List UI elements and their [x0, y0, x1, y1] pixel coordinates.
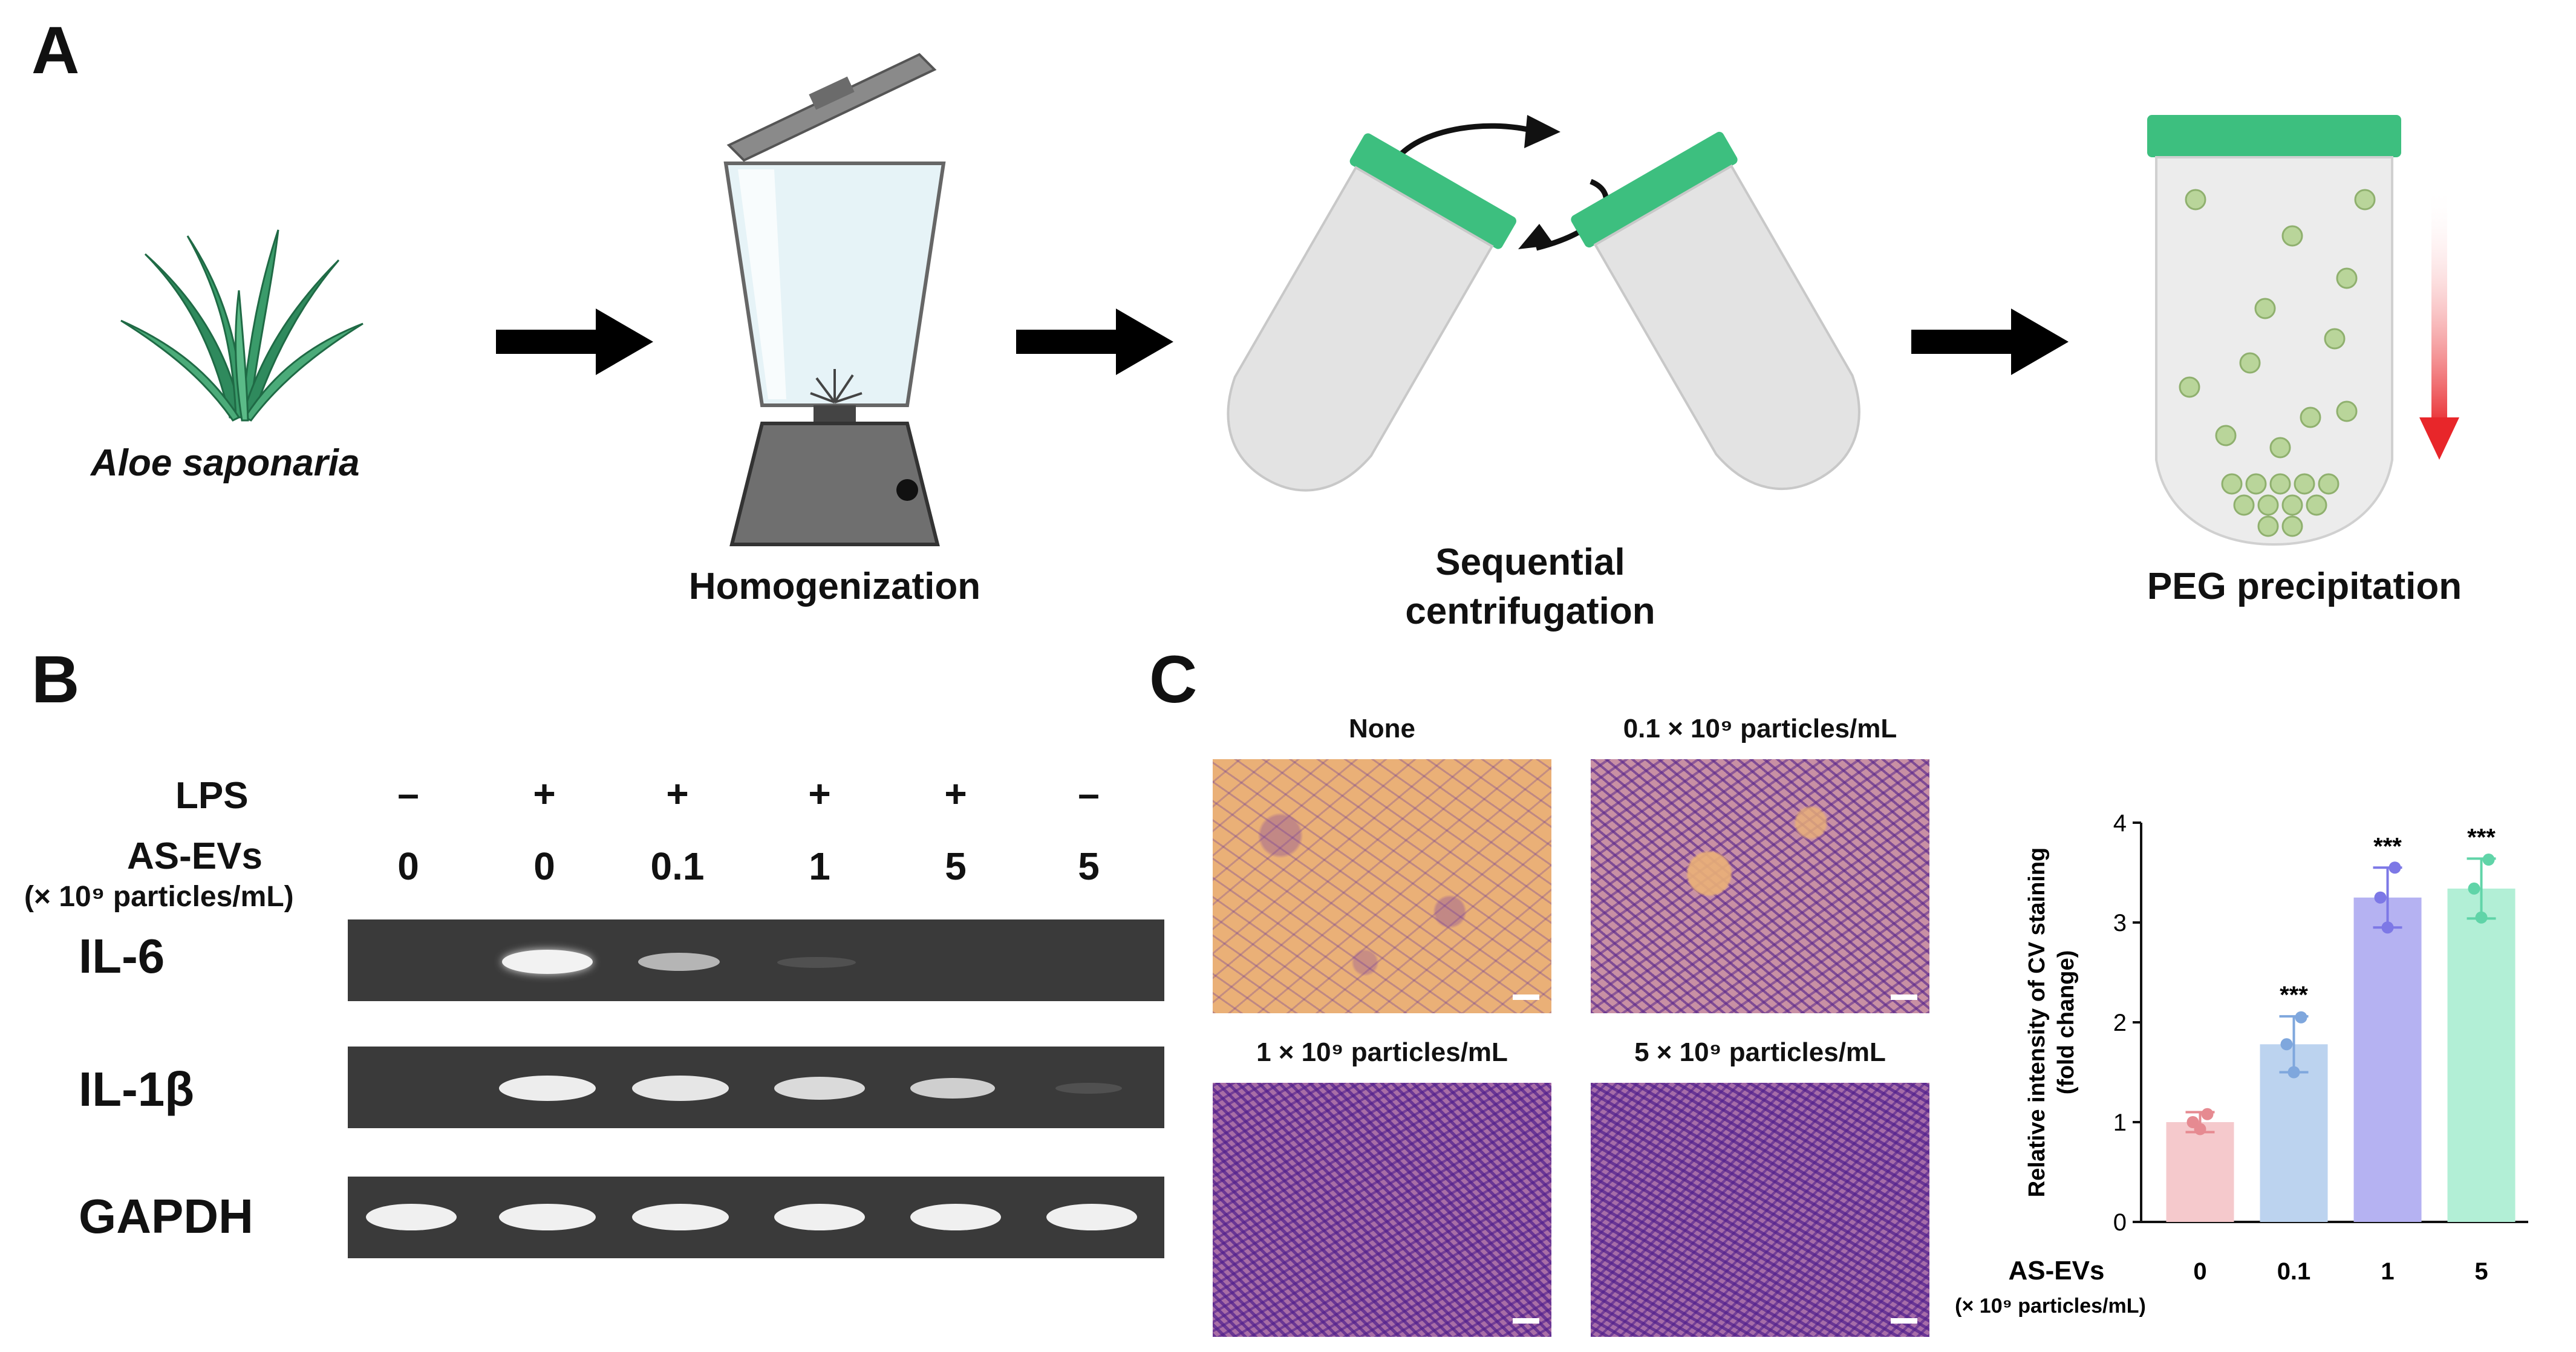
asevs-value: 1 — [809, 844, 830, 888]
panel-b-letter: B — [31, 642, 80, 717]
gel-band — [502, 950, 593, 974]
gel-il1b — [348, 1047, 1164, 1128]
y-tick-label: 0 — [2113, 1209, 2127, 1236]
y-axis-label: (fold change) — [2053, 950, 2079, 1095]
gel-band — [499, 1204, 596, 1230]
asevs-value: 0.1 — [650, 844, 705, 888]
gel-band — [1046, 1204, 1137, 1230]
gel-band — [910, 1204, 1001, 1230]
x-axis-title: AS-EVs — [2009, 1256, 2105, 1285]
centrifugation-tubes-illustration — [1227, 115, 1860, 492]
peg-tube-illustration — [2147, 115, 2459, 546]
scale-bar — [1891, 994, 1917, 1000]
cv-staining-bar-chart: 0 1 2 3 4 0 *** 0.1 *** 1 *** 5 Relative intensity o… — [1955, 810, 2528, 1318]
gel-band — [774, 1204, 865, 1230]
lps-value: – — [1078, 772, 1100, 815]
x-tick-label: 0 — [2193, 1258, 2206, 1285]
micrograph-5 — [1591, 1083, 1929, 1337]
asevs-row-label: AS-EVs — [127, 835, 262, 877]
lps-row-label: LPS — [175, 775, 249, 817]
significance-label: *** — [2373, 833, 2402, 860]
significance-label: *** — [2467, 824, 2496, 851]
micrograph-1 — [1213, 1083, 1551, 1337]
data-point — [2389, 861, 2401, 874]
scale-bar — [1513, 1318, 1539, 1324]
asevs-value: 5 — [945, 844, 967, 888]
lps-value: + — [533, 772, 556, 815]
lps-value: + — [666, 772, 689, 815]
homogenization-label: Homogenization — [688, 566, 981, 607]
gel-gapdh — [348, 1177, 1164, 1258]
y-tick-label: 2 — [2113, 1010, 2127, 1036]
y-axis-label: Relative intensity of CV staining — [2024, 847, 2050, 1198]
blender-illustration — [723, 53, 946, 546]
arrow-icon — [496, 309, 653, 375]
x-tick-label: 1 — [2381, 1258, 2394, 1285]
data-point — [2201, 1108, 2214, 1120]
data-point — [2287, 1066, 2300, 1079]
gel-band — [777, 957, 856, 968]
gel-band — [910, 1078, 995, 1099]
y-tick-label: 1 — [2113, 1109, 2127, 1136]
bar — [2447, 888, 2516, 1222]
asevs-value: 5 — [1078, 844, 1100, 888]
sequential-centrifugation-label: Sequential centrifugation — [1405, 541, 1655, 632]
x-tick-label: 0.1 — [2277, 1258, 2311, 1285]
scale-bar — [1891, 1318, 1917, 1324]
gel-band — [499, 1076, 596, 1101]
lps-value: – — [397, 772, 419, 815]
y-tick-label: 3 — [2113, 910, 2127, 936]
data-point — [2482, 854, 2495, 866]
asevs-value: 0 — [397, 844, 419, 888]
micrograph-none — [1213, 759, 1551, 1013]
data-point — [2194, 1123, 2206, 1135]
micrograph-title: None — [1349, 714, 1415, 743]
y-tick-label: 4 — [2113, 810, 2127, 837]
gel-band — [774, 1077, 865, 1100]
micrograph-0-1 — [1591, 759, 1929, 1013]
aloe-plant-illustration — [120, 229, 364, 422]
panel-a-letter: A — [31, 13, 80, 88]
asevs-unit-label: (× 10⁹ particles/mL) — [24, 881, 294, 913]
arrow-icon — [1911, 309, 2069, 375]
gene-label-il1b: IL-1β — [79, 1062, 195, 1116]
gene-label-il6: IL-6 — [79, 929, 165, 983]
bar — [2353, 897, 2422, 1222]
arrow-icon — [1016, 309, 1173, 375]
panel-c-letter: C — [1149, 642, 1198, 717]
aloe-saponaria-label: Aloe saponaria — [91, 442, 360, 484]
micrograph-title: 5 × 10⁹ particles/mL — [1634, 1037, 1886, 1067]
significance-label: *** — [2280, 982, 2308, 1008]
x-axis-unit: (× 10⁹ particles/mL) — [1955, 1295, 2146, 1318]
gel-band — [366, 1204, 457, 1230]
gel-band — [1055, 1083, 1122, 1094]
micrograph-title: 0.1 × 10⁹ particles/mL — [1623, 714, 1897, 743]
gel-band — [632, 1204, 729, 1230]
data-point — [2381, 921, 2394, 934]
data-point — [2468, 882, 2480, 895]
gel-band — [638, 953, 720, 971]
lps-value: + — [808, 772, 831, 815]
bar — [2166, 1122, 2234, 1222]
gel-band — [632, 1076, 729, 1101]
data-point — [2295, 1011, 2307, 1024]
data-point — [2374, 891, 2387, 904]
gene-label-gapdh: GAPDH — [79, 1189, 253, 1243]
data-point — [2280, 1038, 2293, 1051]
peg-precipitation-label: PEG precipitation — [2147, 566, 2462, 607]
lps-value: + — [944, 772, 967, 815]
asevs-value: 0 — [533, 844, 555, 888]
scale-bar — [1513, 994, 1539, 1000]
data-point — [2475, 911, 2488, 924]
micrograph-title: 1 × 10⁹ particles/mL — [1256, 1037, 1508, 1067]
x-tick-label: 5 — [2474, 1258, 2488, 1285]
gel-il6 — [348, 919, 1164, 1001]
